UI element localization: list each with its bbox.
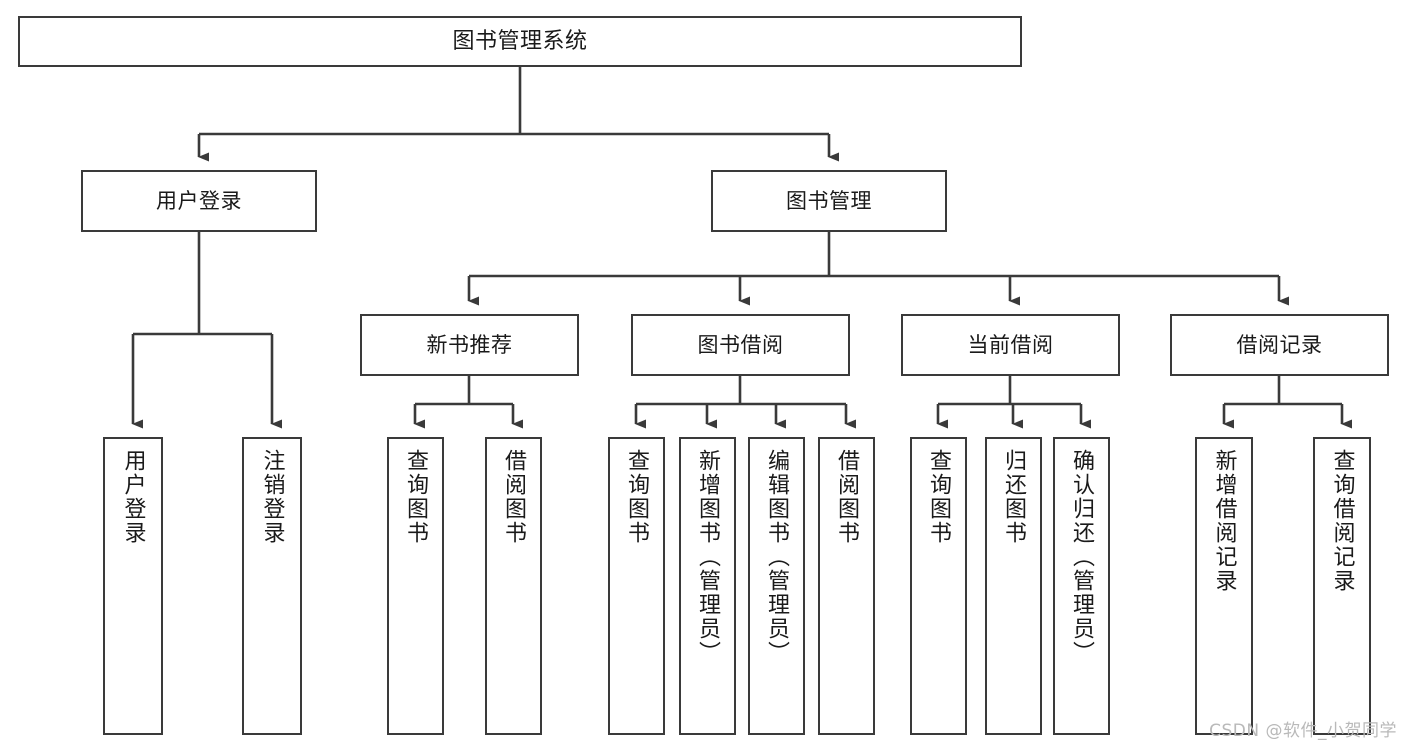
node-current-borrow[interactable]: 当前借阅 [901,314,1120,376]
node-leaf-user-login[interactable]: 用户登录 [103,437,163,735]
node-user-login[interactable]: 用户登录 [81,170,317,232]
node-leaf-query-book-rec[interactable]: 查询图书 [387,437,444,735]
node-leaf-query-record-label: 查询借阅记录 [1329,449,1355,593]
node-new-book-rec-label: 新书推荐 [426,332,513,357]
node-borrow-record-label: 借阅记录 [1236,332,1323,357]
node-root[interactable]: 图书管理系统 [18,16,1022,67]
node-leaf-add-record-label: 新增借阅记录 [1211,449,1237,593]
node-leaf-user-login-label: 用户登录 [120,449,146,545]
node-leaf-borrow-book-rec-label: 借阅图书 [501,449,527,545]
node-leaf-user-logout-label: 注销登录 [259,449,285,545]
node-leaf-edit-book-admin-label: 编辑图书（管理员） [764,449,790,665]
node-leaf-user-logout[interactable]: 注销登录 [242,437,302,735]
node-leaf-borrow-book-label: 借阅图书 [834,449,860,545]
node-borrow-record[interactable]: 借阅记录 [1170,314,1389,376]
node-leaf-query-book-borrow-label: 查询图书 [624,449,650,545]
node-leaf-return-book[interactable]: 归还图书 [985,437,1042,735]
node-book-borrow[interactable]: 图书借阅 [631,314,850,376]
node-leaf-add-record[interactable]: 新增借阅记录 [1195,437,1253,735]
node-current-borrow-label: 当前借阅 [967,332,1054,357]
node-root-label: 图书管理系统 [452,28,588,54]
node-leaf-confirm-return-admin-label: 确认归还（管理员） [1069,449,1095,665]
node-book-manage-label: 图书管理 [786,188,872,213]
node-book-manage[interactable]: 图书管理 [711,170,947,232]
node-leaf-add-book-admin-label: 新增图书（管理员） [695,449,721,665]
node-leaf-borrow-book[interactable]: 借阅图书 [818,437,875,735]
node-book-borrow-label: 图书借阅 [697,332,784,357]
node-leaf-edit-book-admin[interactable]: 编辑图书（管理员） [748,437,805,735]
node-leaf-query-record[interactable]: 查询借阅记录 [1313,437,1371,735]
node-leaf-confirm-return-admin[interactable]: 确认归还（管理员） [1053,437,1110,735]
watermark-text: CSDN @软件_小贺同学 [1209,721,1397,741]
node-leaf-query-book-cur[interactable]: 查询图书 [910,437,967,735]
node-leaf-borrow-book-rec[interactable]: 借阅图书 [485,437,542,735]
node-leaf-query-book-rec-label: 查询图书 [403,449,429,545]
node-user-login-label: 用户登录 [156,188,242,213]
node-leaf-add-book-admin[interactable]: 新增图书（管理员） [679,437,736,735]
node-leaf-return-book-label: 归还图书 [1001,449,1027,545]
node-new-book-rec[interactable]: 新书推荐 [360,314,579,376]
node-leaf-query-book-borrow[interactable]: 查询图书 [608,437,665,735]
node-leaf-query-book-cur-label: 查询图书 [926,449,952,545]
